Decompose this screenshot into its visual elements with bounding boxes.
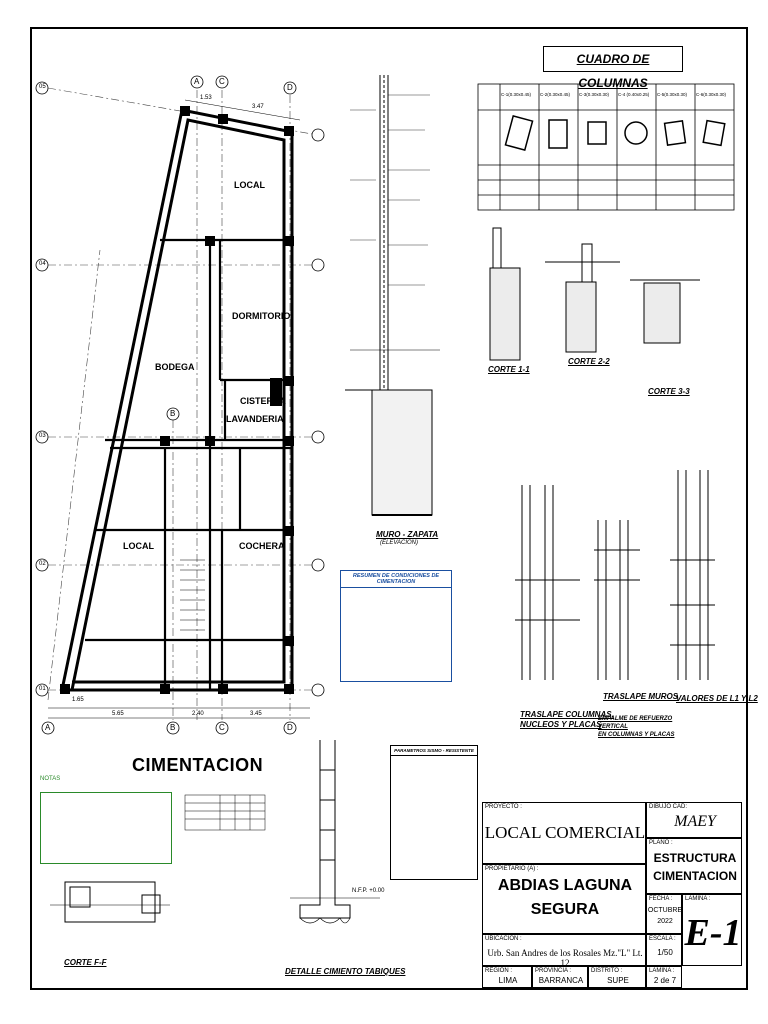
room-local-top: LOCAL bbox=[234, 180, 265, 190]
grid-col-a-bottom: A bbox=[45, 723, 51, 732]
tb-location-cell: UBICACION : Urb. San Andres de los Rosal… bbox=[482, 934, 646, 968]
tb-region-label: REGION : bbox=[485, 968, 513, 974]
tb-date-cell: FECHA : OCTUBRE 2022 bbox=[646, 894, 682, 934]
grid-row-03: 03 bbox=[39, 433, 46, 439]
seismic-params-box: PARAMETROS SISMO - RESISTENTE bbox=[390, 745, 478, 880]
grid-col-d-bottom: D bbox=[287, 723, 293, 732]
column-header-c5: C-5(0.30x0.30) bbox=[657, 92, 688, 97]
drawing-title: CIMENTACION bbox=[132, 755, 264, 775]
tb-district-cell: DISTRITO : SUPE bbox=[588, 966, 646, 988]
room-cisterna: CISTERNA bbox=[240, 396, 287, 406]
dim-bottom-3: 2.40 bbox=[192, 711, 204, 717]
grid-row-04: 04 bbox=[39, 261, 46, 267]
l1-l2-values-label: VALORES DE L1 Y L2 bbox=[676, 694, 758, 703]
tb-owner-value-2: SEGURA bbox=[530, 901, 600, 918]
tb-sheet-value: E-1 bbox=[684, 912, 742, 954]
sheet-frame bbox=[30, 27, 748, 990]
dim-top-2: 3.47 bbox=[252, 104, 264, 110]
tb-region-cell: REGION : LIMA bbox=[482, 966, 532, 988]
notes-title: NOTAS bbox=[40, 776, 61, 782]
splice-label-2: VERTICAL bbox=[598, 724, 628, 730]
wall-footing-label: MURO - ZAPATA bbox=[376, 530, 439, 539]
tb-project-value: LOCAL COMERCIAL bbox=[484, 823, 646, 842]
grid-col-b-mid: B bbox=[170, 409, 176, 418]
wall-overlap-label: TRASLAPE MUROS bbox=[603, 692, 679, 701]
tb-location-value: Urb. San Andres de los Rosales Mz."L" Lt… bbox=[487, 948, 643, 968]
tb-plan-cell: PLANO : ESTRUCTURA CIMENTACION bbox=[646, 838, 742, 894]
column-header-c1: C-1(0.30x0.45) bbox=[501, 92, 532, 97]
tb-project-cell: PROYECTO : LOCAL COMERCIAL bbox=[482, 802, 646, 864]
splice-label-3: EN COLUMNAS Y PLACAS bbox=[598, 732, 675, 738]
tb-scale-value: 1/50 bbox=[657, 948, 673, 957]
tb-sheets-value: 2 de 7 bbox=[653, 976, 677, 985]
notes-box bbox=[40, 792, 172, 864]
room-cochera: COCHERA bbox=[239, 541, 285, 551]
tb-sheets-cell: LAMINA : 2 de 7 bbox=[646, 966, 682, 988]
room-local-bottom: LOCAL bbox=[123, 541, 154, 551]
grid-row-05: 05 bbox=[39, 84, 46, 90]
grid-col-a-top: A bbox=[194, 77, 200, 86]
tb-district-value: SUPE bbox=[607, 976, 629, 985]
tb-district-label: DISTRITO : bbox=[591, 968, 623, 974]
tb-date-label: FECHA : bbox=[649, 896, 673, 902]
tb-drawn-value: MAEY bbox=[674, 813, 716, 830]
splice-label-1: EMPALME DE REFUERZO bbox=[598, 716, 673, 722]
seismic-params-title: PARAMETROS SISMO - RESISTENTE bbox=[391, 746, 477, 756]
tb-owner-label: PROPIETARIO (A) : bbox=[485, 866, 539, 872]
tb-date-value-2: 2022 bbox=[657, 918, 673, 925]
dim-top-1: 1.53 bbox=[200, 95, 212, 101]
tb-plan-label: PLANO : bbox=[649, 840, 673, 846]
foundation-summary-title: RESUMEN DE CONDICIONES DE CIMENTACION bbox=[341, 571, 451, 588]
dim-bottom-2: 5.65 bbox=[112, 711, 124, 717]
tb-sheet-cell: LAMINA : E-1 bbox=[682, 894, 742, 966]
dim-bottom-4: 3.45 bbox=[250, 711, 262, 717]
section-3-3-label: CORTE 3-3 bbox=[648, 387, 690, 396]
foundation-summary-box: RESUMEN DE CONDICIONES DE CIMENTACION bbox=[340, 570, 452, 682]
grid-col-b-bottom: B bbox=[170, 723, 176, 732]
grid-col-d-top: D bbox=[287, 83, 293, 92]
room-lavanderia: LAVANDERIA bbox=[226, 414, 284, 424]
tb-drawn-cell: DIBUJO CAD: MAEY bbox=[646, 802, 742, 838]
grid-col-c-top: C bbox=[219, 77, 225, 86]
column-header-c4: C-4 (0.40x0.25) bbox=[618, 92, 650, 97]
tb-sheet-label: LAMINA : bbox=[685, 896, 711, 902]
grid-row-02: 02 bbox=[39, 561, 46, 567]
tb-scale-label: ESCALA : bbox=[649, 936, 676, 942]
floor-level-label: N.F.P. +0.00 bbox=[352, 888, 385, 894]
column-overlap-label-2: NUCLEOS Y PLACAS bbox=[520, 720, 602, 729]
partition-footing-label: DETALLE CIMIENTO TABIQUES bbox=[285, 967, 406, 976]
tb-project-label: PROYECTO : bbox=[485, 804, 522, 810]
column-schedule-title: CUADRO DE COLUMNAS bbox=[543, 46, 683, 90]
column-header-c6: C-6(0.30x0.30) bbox=[696, 92, 727, 97]
tb-region-value: LIMA bbox=[498, 976, 518, 985]
elevation-label: (ELEVACION) bbox=[380, 540, 419, 546]
tb-scale-cell: ESCALA : 1/50 bbox=[646, 934, 682, 966]
tb-date-value-1: OCTUBRE bbox=[647, 907, 683, 914]
column-header-c2: C-2(0.30x0.45) bbox=[540, 92, 571, 97]
tb-owner-cell: PROPIETARIO (A) : ABDIAS LAGUNA SEGURA bbox=[482, 864, 646, 934]
tb-province-cell: PROVINCIA : BARRANCA bbox=[532, 966, 588, 988]
tb-location-label: UBICACION : bbox=[485, 936, 522, 942]
tb-province-value: BARRANCA bbox=[538, 976, 584, 985]
column-header-c3: C-3(0.30x0.30) bbox=[579, 92, 610, 97]
section-f-f-label: CORTE F-F bbox=[64, 958, 107, 967]
dim-bottom-1: 1.65 bbox=[72, 697, 84, 703]
tb-owner-value-1: ABDIAS LAGUNA bbox=[497, 877, 633, 894]
grid-col-c-bottom: C bbox=[219, 723, 225, 732]
room-bodega: BODEGA bbox=[155, 362, 195, 372]
tb-plan-value-1: ESTRUCTURA bbox=[653, 851, 737, 865]
tb-sheets-label: LAMINA : bbox=[649, 968, 675, 974]
tb-plan-value-2: CIMENTACION bbox=[653, 869, 737, 883]
section-1-1-label: CORTE 1-1 bbox=[488, 365, 530, 374]
room-dormitorio: DORMITORIO bbox=[232, 311, 291, 321]
grid-row-01: 01 bbox=[39, 686, 46, 692]
column-overlap-label: TRASLAPE COLUMNAS, bbox=[520, 710, 614, 719]
section-2-2-label: CORTE 2-2 bbox=[568, 357, 610, 366]
tb-province-label: PROVINCIA : bbox=[535, 968, 572, 974]
tb-drawn-label: DIBUJO CAD: bbox=[649, 804, 688, 810]
